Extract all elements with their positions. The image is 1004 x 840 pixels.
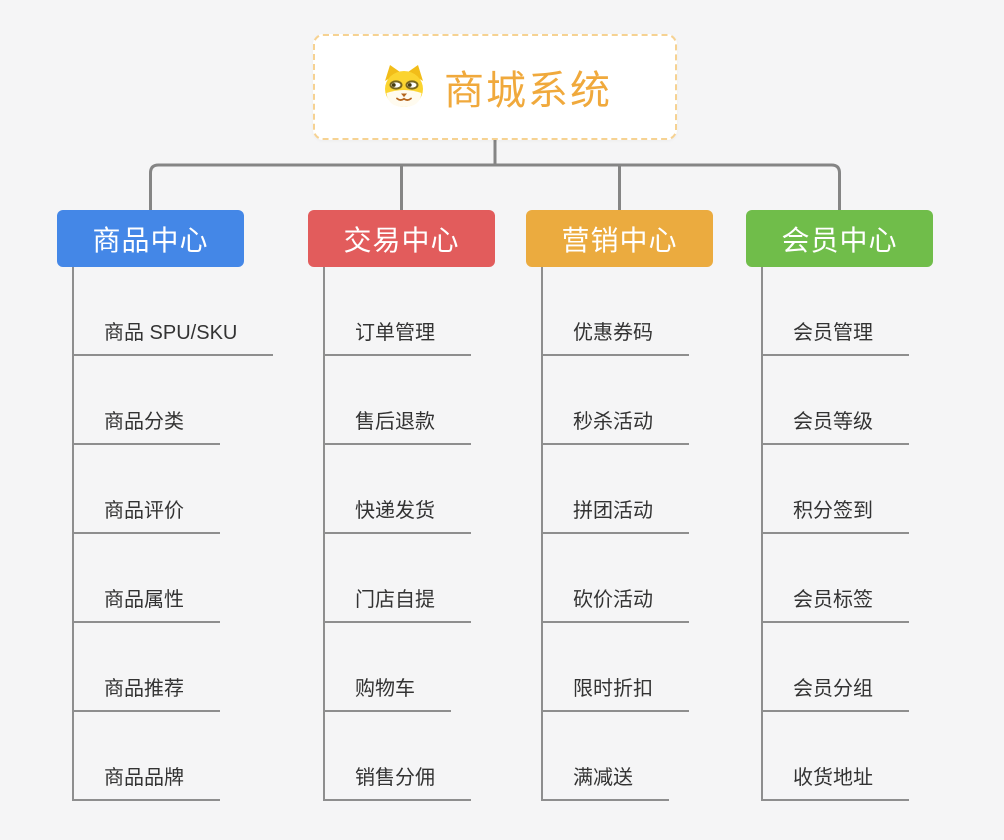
sub-topic-label: 积分签到	[793, 500, 873, 522]
sub-topic[interactable]: 秒杀活动	[543, 356, 689, 445]
sub-topic-label: 会员标签	[793, 589, 873, 611]
sub-topic[interactable]: 限时折扣	[543, 623, 689, 712]
sub-topic[interactable]: 商品属性	[74, 534, 220, 623]
branch-item-list: 会员管理会员等级积分签到会员标签会员分组收货地址	[761, 267, 933, 801]
branch-topic[interactable]: 营销中心	[526, 210, 713, 267]
branch-item-list: 订单管理售后退款快递发货门店自提购物车销售分佣	[323, 267, 495, 801]
sub-topic-label: 拼团活动	[573, 500, 653, 522]
sub-topic[interactable]: 商品 SPU/SKU	[74, 267, 274, 356]
branch-topic[interactable]: 会员中心	[746, 210, 933, 267]
branch-2: 营销中心 优惠券码秒杀活动拼团活动砍价活动限时折扣满减送	[526, 210, 713, 801]
sub-topic-label: 订单管理	[355, 322, 435, 344]
sub-topic-label: 会员等级	[793, 411, 873, 433]
sub-topic[interactable]: 订单管理	[325, 267, 471, 356]
sub-topic[interactable]: 门店自提	[325, 534, 471, 623]
sub-topic[interactable]: 商品分类	[74, 356, 220, 445]
sub-topic-label: 限时折扣	[573, 678, 653, 700]
sub-topic[interactable]: 销售分佣	[325, 712, 471, 801]
sub-topic-label: 购物车	[355, 678, 415, 700]
sub-topic-label: 商品属性	[104, 589, 184, 611]
sub-topic[interactable]: 售后退款	[325, 356, 471, 445]
sub-topic-label: 商品 SPU/SKU	[104, 322, 238, 344]
branch-topic[interactable]: 商品中心	[57, 210, 244, 267]
sub-topic[interactable]: 商品评价	[74, 445, 220, 534]
sub-topic-label: 优惠券码	[573, 322, 653, 344]
root-topic[interactable]: 商城系统	[313, 34, 677, 140]
branch-item-list: 优惠券码秒杀活动拼团活动砍价活动限时折扣满减送	[541, 267, 713, 801]
dog-face-icon	[385, 65, 423, 107]
sub-topic-label: 满减送	[573, 767, 633, 789]
sub-topic[interactable]: 会员管理	[763, 267, 909, 356]
sub-topic-label: 商品品牌	[104, 767, 184, 789]
branch-topic-label: 商品中心	[92, 224, 209, 256]
sub-topic[interactable]: 收货地址	[763, 712, 909, 801]
sub-topic-label: 销售分佣	[355, 767, 435, 789]
branch-topic-label: 会员中心	[781, 224, 898, 256]
sub-topic[interactable]: 商品推荐	[74, 623, 220, 712]
sub-topic-label: 商品分类	[104, 411, 184, 433]
sub-topic[interactable]: 快递发货	[325, 445, 471, 534]
branch-topic[interactable]: 交易中心	[308, 210, 495, 267]
sub-topic-label: 秒杀活动	[573, 411, 653, 433]
sub-topic-label: 售后退款	[355, 411, 435, 433]
branch-topic-label: 营销中心	[561, 224, 678, 256]
sub-topic[interactable]: 拼团活动	[543, 445, 689, 534]
sub-topic[interactable]: 满减送	[543, 712, 669, 801]
sub-topic[interactable]: 优惠券码	[543, 267, 689, 356]
branch-1: 交易中心 订单管理售后退款快递发货门店自提购物车销售分佣	[308, 210, 495, 801]
sub-topic[interactable]: 积分签到	[763, 445, 909, 534]
branch-0: 商品中心 商品 SPU/SKU 商品分类商品评价商品属性商品推荐商品品牌	[57, 210, 274, 801]
sub-topic-label: 收货地址	[793, 767, 873, 789]
sub-topic[interactable]: 会员分组	[763, 623, 909, 712]
sub-topic-label: 会员管理	[793, 322, 873, 344]
branch-topic-label: 交易中心	[343, 224, 460, 256]
root-topic-label: 商城系统	[444, 69, 612, 113]
sub-topic-label: 商品评价	[104, 500, 184, 522]
sub-topic[interactable]: 会员等级	[763, 356, 909, 445]
sub-topic[interactable]: 会员标签	[763, 534, 909, 623]
sub-topic-label: 快递发货	[355, 500, 435, 522]
branch-item-list: 商品 SPU/SKU 商品分类商品评价商品属性商品推荐商品品牌	[72, 267, 274, 801]
branch-3: 会员中心 会员管理会员等级积分签到会员标签会员分组收货地址	[746, 210, 933, 801]
sub-topic[interactable]: 商品品牌	[74, 712, 220, 801]
sub-topic-label: 会员分组	[793, 678, 873, 700]
sub-topic[interactable]: 购物车	[325, 623, 451, 712]
sub-topic-label: 砍价活动	[573, 589, 653, 611]
sub-topic-label: 商品推荐	[104, 678, 184, 700]
sub-topic-label: 门店自提	[355, 589, 435, 611]
sub-topic[interactable]: 砍价活动	[543, 534, 689, 623]
